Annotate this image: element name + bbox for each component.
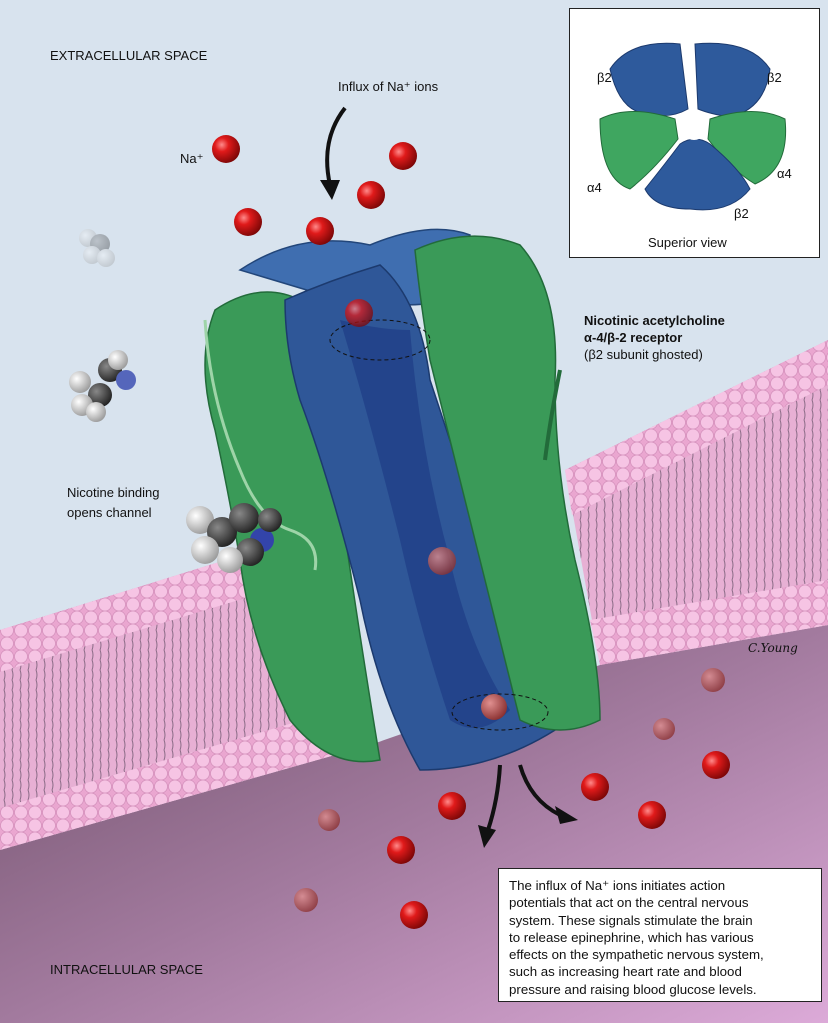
na-ion bbox=[387, 836, 415, 864]
inset-caption: Superior view bbox=[648, 235, 727, 250]
superior-view-inset: β2 β2 α4 α4 β2 Superior view bbox=[569, 8, 820, 258]
subunit-label-beta2-top-right: β2 bbox=[767, 70, 782, 85]
note-line: pressure and raising blood glucose level… bbox=[509, 981, 757, 997]
receptor-top-view bbox=[599, 42, 787, 211]
na-ion bbox=[702, 751, 730, 779]
note-line: such as increasing heart rate and blood bbox=[509, 964, 742, 980]
explanation-box: The influx of Na⁺ ions initiates action … bbox=[498, 868, 822, 1002]
note-line: potentials that act on the central nervo… bbox=[509, 895, 749, 911]
pore-ring-top bbox=[329, 319, 431, 361]
na-ion bbox=[345, 299, 373, 327]
na-ion bbox=[389, 142, 417, 170]
na-ion bbox=[638, 801, 666, 829]
nicotine-molecule bbox=[69, 350, 136, 422]
sodium-ions bbox=[212, 135, 730, 929]
na-ion-label: Na⁺ bbox=[180, 151, 204, 166]
intracellular-space-label: INTRACELLULAR SPACE bbox=[50, 962, 203, 977]
receptor-note: (β2 subunit ghosted) bbox=[584, 347, 703, 362]
pore-ring-bottom bbox=[451, 693, 549, 731]
note-line: system. These signals stimulate the brai… bbox=[509, 912, 753, 928]
extracellular-space-label: EXTRACELLULAR SPACE bbox=[50, 48, 208, 63]
na-ion bbox=[701, 668, 725, 692]
alpha4-subunit-right bbox=[414, 235, 601, 731]
na-ion bbox=[306, 217, 334, 245]
subunit-label-beta2-bottom: β2 bbox=[734, 206, 749, 221]
na-ion bbox=[438, 792, 466, 820]
na-ion bbox=[481, 694, 507, 720]
nicotinic-receptor bbox=[203, 228, 601, 771]
nicotine-molecule-ghost bbox=[79, 229, 115, 267]
nicotine-binding-label: Nicotine binding bbox=[67, 485, 160, 500]
note-line: The influx of Na⁺ ions initiates action bbox=[509, 878, 726, 893]
artist-signature: C.Young bbox=[748, 641, 798, 655]
na-ion bbox=[318, 809, 340, 831]
channel-pore bbox=[340, 320, 510, 728]
nicotine-molecule-bound bbox=[186, 503, 282, 573]
lipid-bilayer-right bbox=[565, 340, 828, 665]
receptor-subtitle: α-4/β-2 receptor bbox=[584, 330, 683, 345]
influx-arrow bbox=[320, 106, 347, 200]
na-ion bbox=[234, 208, 262, 236]
subunit-label-beta2-top-left: β2 bbox=[597, 70, 612, 85]
na-ion bbox=[653, 718, 675, 740]
na-ion bbox=[581, 773, 609, 801]
na-ion bbox=[428, 547, 456, 575]
note-line: to release epinephrine, which has variou… bbox=[509, 929, 754, 945]
influx-label: Influx of Na⁺ ions bbox=[338, 79, 439, 94]
na-ion bbox=[212, 135, 240, 163]
na-ion bbox=[294, 888, 318, 912]
receptor-title: Nicotinic acetylcholine bbox=[584, 313, 725, 328]
subunit-label-alpha4-left: α4 bbox=[587, 180, 602, 195]
na-ion bbox=[357, 181, 385, 209]
na-ion bbox=[400, 901, 428, 929]
note-line: effects on the sympathetic nervous syste… bbox=[509, 947, 764, 963]
outflow-arrows bbox=[478, 764, 578, 848]
subunit-label-alpha4-right: α4 bbox=[777, 166, 792, 181]
opens-channel-label: opens channel bbox=[67, 505, 152, 520]
